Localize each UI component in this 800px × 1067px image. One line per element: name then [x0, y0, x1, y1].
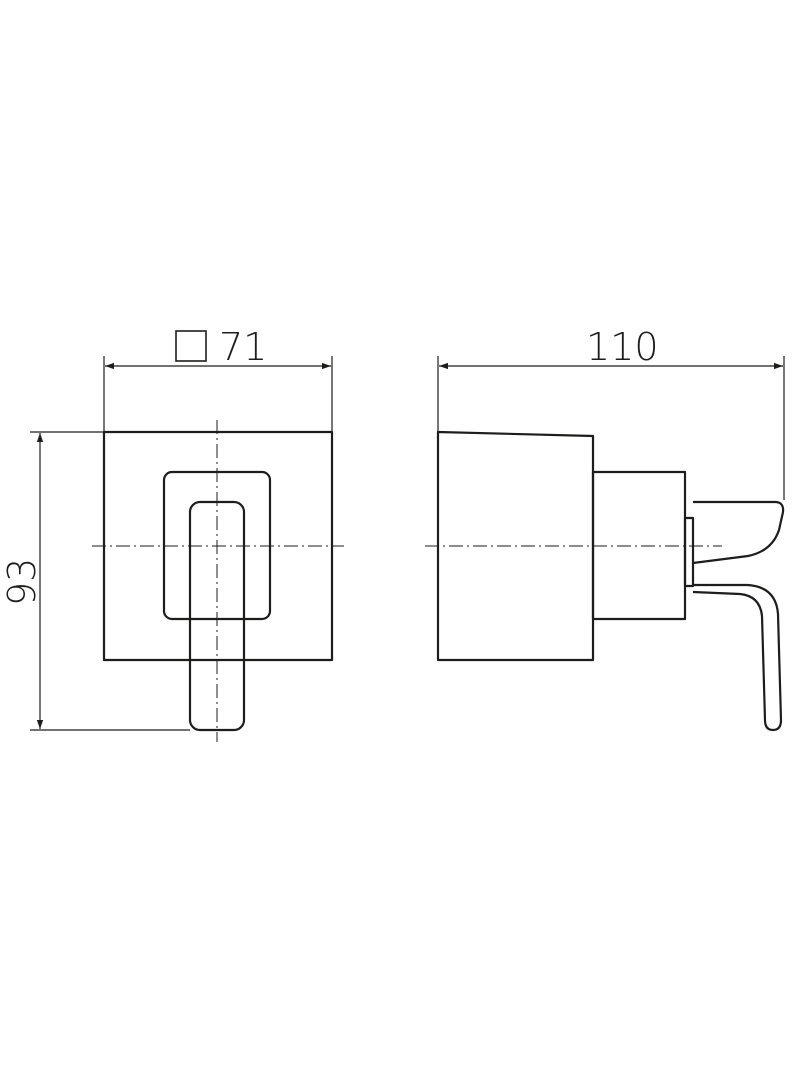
- side-depth-label: 110: [586, 325, 659, 369]
- front-view: 71 93: [0, 325, 344, 742]
- side-lever: [692, 500, 785, 732]
- side-view: 110: [425, 325, 785, 732]
- front-height-label: 93: [0, 558, 44, 606]
- square-symbol-icon: [175, 330, 207, 362]
- side-body: [436, 430, 595, 662]
- side-spindle: [683, 516, 695, 588]
- front-width-label: 71: [219, 325, 267, 369]
